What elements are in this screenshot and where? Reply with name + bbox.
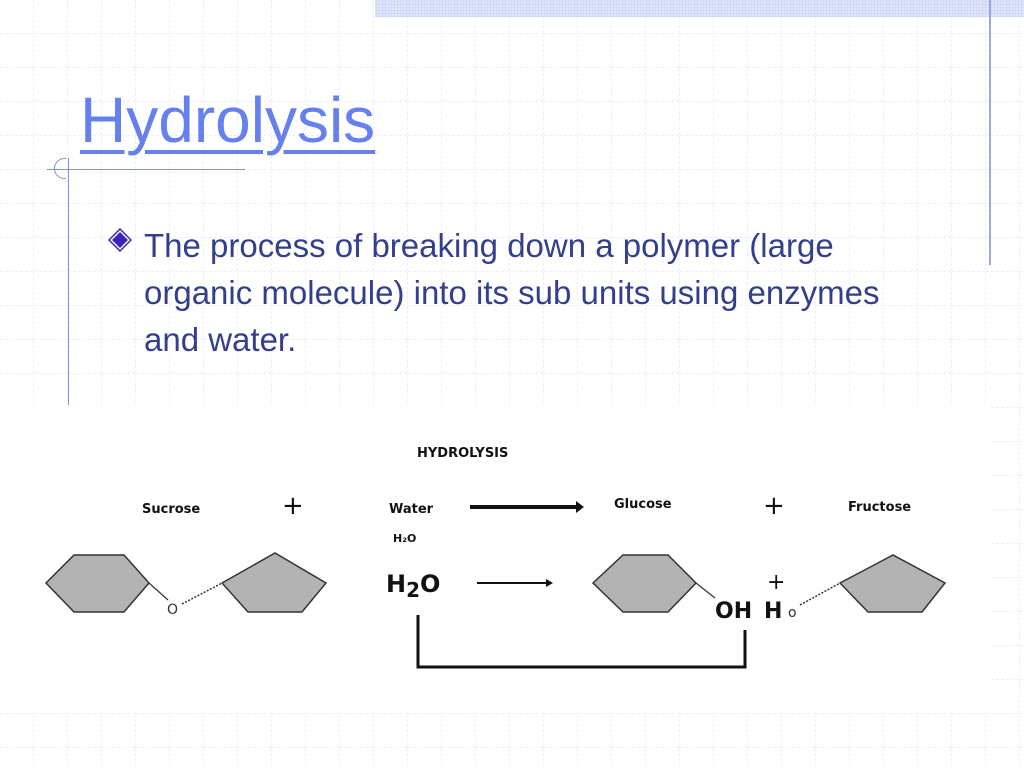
bond-line-dotted <box>181 582 223 605</box>
hydrogen-atom: H <box>764 599 782 624</box>
left-decoration-rule <box>68 158 69 406</box>
label-glucose: Glucose <box>614 497 672 512</box>
header-decoration-bar <box>375 0 1024 17</box>
plus-sign: + <box>282 491 304 521</box>
plus-sign: + <box>763 491 785 521</box>
glucose-product-hexagon <box>591 554 698 613</box>
hydrolysis-diagram: HYDROLYSIS Sucrose + Water H₂O Glucose +… <box>0 405 990 712</box>
fructose-ring-pentagon <box>220 552 328 613</box>
label-water-formula: H₂O <box>393 532 416 545</box>
fructose-product-pentagon <box>838 554 947 613</box>
bullet-text: The process of breaking down a polymer (… <box>144 227 880 358</box>
water-split-bracket <box>416 615 747 669</box>
label-fructose: Fructose <box>848 500 911 515</box>
title-decoration-rule <box>47 169 245 170</box>
bond-line <box>695 582 716 599</box>
diagram-heading: HYDROLYSIS <box>417 446 508 461</box>
oxygen-small: o <box>788 605 797 621</box>
arrow-head-icon <box>576 501 584 513</box>
bond-line <box>148 582 169 601</box>
glycosidic-oxygen: O <box>167 602 178 618</box>
slide-title: Hydrolysis <box>80 84 376 156</box>
right-decoration-rule <box>989 0 991 265</box>
bullet-list: The process of breaking down a polymer (… <box>108 222 888 363</box>
glucose-ring-hexagon <box>44 554 150 613</box>
water-molecule: H2O <box>386 570 440 602</box>
plus-sign: + <box>767 570 785 595</box>
hydroxyl-group: OH <box>715 599 752 624</box>
arrow-head-icon <box>546 579 553 587</box>
label-water: Water <box>389 502 434 517</box>
bond-line-dotted <box>799 582 841 606</box>
bullet-item: The process of breaking down a polymer (… <box>108 222 888 363</box>
label-sucrose: Sucrose <box>142 502 200 517</box>
diamond-bullet-icon <box>108 228 132 252</box>
